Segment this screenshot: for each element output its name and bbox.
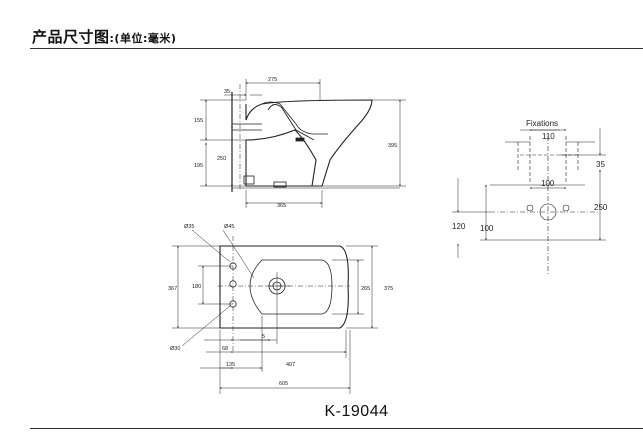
fixation-center-hole bbox=[539, 203, 557, 221]
dim-inlet-offset: 35 bbox=[224, 89, 230, 95]
dim-hole-b: Ø45 bbox=[224, 224, 234, 230]
dim-offset-68: 68 bbox=[222, 346, 228, 352]
fix-dim-top-width: 110 bbox=[542, 132, 555, 141]
dim-mid-height: 250 bbox=[217, 156, 226, 162]
fix-dim-side-35: 35 bbox=[596, 160, 605, 169]
dim-total-length: 605 bbox=[279, 381, 288, 387]
unit-note: :(单位:毫米) bbox=[109, 32, 177, 45]
dim-upper-height: 155 bbox=[194, 118, 203, 124]
bidet-inner-line bbox=[261, 101, 328, 135]
dim-left-height: 367 bbox=[168, 286, 177, 292]
title-text: 产品尺寸图 bbox=[32, 28, 110, 46]
trap-pipe bbox=[267, 104, 315, 141]
page-title: 产品尺寸图:(单位:毫米) bbox=[32, 26, 176, 47]
dim-lower-height: 195 bbox=[194, 163, 203, 169]
dim-inner-height: 180 bbox=[192, 284, 201, 290]
plan-view bbox=[172, 229, 378, 394]
dim-hole-a: Ø35 bbox=[184, 224, 194, 230]
model-number: K-19044 bbox=[324, 403, 389, 420]
bowl-outline bbox=[249, 259, 333, 315]
dim-offset-5: 5 bbox=[262, 334, 265, 340]
dim-total-height: 395 bbox=[388, 143, 397, 149]
fix-dim-left-120: 120 bbox=[452, 222, 466, 231]
dim-offset-135: 135 bbox=[226, 362, 235, 368]
floor-fixing-2 bbox=[273, 181, 287, 188]
bidet-plan-outline bbox=[219, 245, 349, 329]
fix-dim-right-height: 250 bbox=[594, 203, 608, 212]
dim-length-407: 407 bbox=[286, 362, 295, 368]
footer-divider bbox=[30, 428, 643, 429]
dim-base-depth: 365 bbox=[277, 203, 286, 209]
floor-fixing bbox=[243, 175, 255, 185]
bidet-outline bbox=[245, 99, 373, 187]
dim-top-width: 275 bbox=[268, 77, 277, 83]
dim-right-total: 375 bbox=[384, 286, 393, 292]
header-divider bbox=[30, 48, 643, 49]
dim-hole-c: Ø30 bbox=[170, 346, 180, 352]
fix-dim-mid-width: 100 bbox=[541, 179, 555, 188]
fixation-right-bolt bbox=[562, 204, 570, 212]
side-view bbox=[200, 79, 406, 208]
fixations-title: Fixations bbox=[526, 119, 558, 128]
fixations-view bbox=[452, 128, 606, 275]
fixation-left-bolt bbox=[526, 204, 534, 212]
dim-right-inner: 265 bbox=[361, 286, 370, 292]
fix-dim-left-100: 100 bbox=[480, 224, 494, 233]
trap-outlet bbox=[295, 137, 305, 142]
